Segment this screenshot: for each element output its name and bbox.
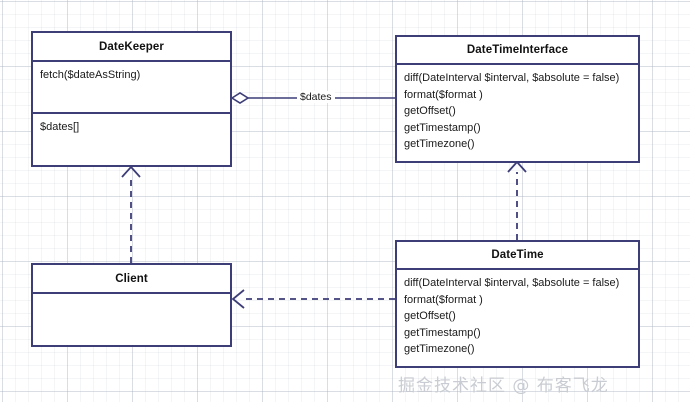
class-members-client xyxy=(33,294,230,345)
class-box-datetimeinterface[interactable]: DateTimeInterface diff(DateInterval $int… xyxy=(395,35,640,163)
class-methods-datetimeinterface: diff(DateInterval $interval, $absolute =… xyxy=(397,65,638,161)
class-methods-datetime: diff(DateInterval $interval, $absolute =… xyxy=(397,270,638,366)
member-item: format($format ) xyxy=(404,293,483,306)
realization-arrowhead xyxy=(507,160,527,173)
member-item: getOffset() xyxy=(404,105,456,117)
member-item: getOffset() xyxy=(404,310,456,322)
realization-arrowhead xyxy=(121,165,141,178)
member-item: fetch($dateAsString) xyxy=(40,69,141,81)
aggregation-diamond xyxy=(230,92,250,104)
dependency-arrowhead xyxy=(231,289,245,309)
class-box-datekeeper[interactable]: DateKeeper fetch($dateAsString) $dates[] xyxy=(31,31,232,167)
class-attributes-datekeeper: $dates[] xyxy=(33,112,230,165)
class-title-datetimeinterface: DateTimeInterface xyxy=(397,37,638,65)
realization-client-datekeeper xyxy=(121,165,141,263)
member-item: diff(DateInterval $interval, $absolute =… xyxy=(404,72,620,84)
member-item: format($format ) xyxy=(404,88,483,101)
aggregation-label: $dates xyxy=(297,91,335,103)
class-box-datetime[interactable]: DateTime diff(DateInterval $interval, $a… xyxy=(395,240,640,368)
realization-datetime-datetimeinterface xyxy=(507,160,527,240)
member-item: getTimestamp() xyxy=(404,121,481,134)
member-item: getTimezone() xyxy=(404,138,475,150)
class-title-datekeeper: DateKeeper xyxy=(33,33,230,62)
watermark-text: 掘金技术社区 @ 布客飞龙 xyxy=(398,376,609,396)
member-item: getTimezone() xyxy=(404,343,475,355)
class-title-datetime: DateTime xyxy=(397,242,638,270)
dependency-datetime-client xyxy=(231,289,395,309)
class-methods-datekeeper: fetch($dateAsString) xyxy=(33,62,230,112)
class-title-client: Client xyxy=(33,265,230,294)
member-item: $dates[] xyxy=(40,121,80,133)
class-box-client[interactable]: Client xyxy=(31,263,232,347)
member-item: diff(DateInterval $interval, $absolute =… xyxy=(404,277,620,289)
member-item: getTimestamp() xyxy=(404,326,481,339)
